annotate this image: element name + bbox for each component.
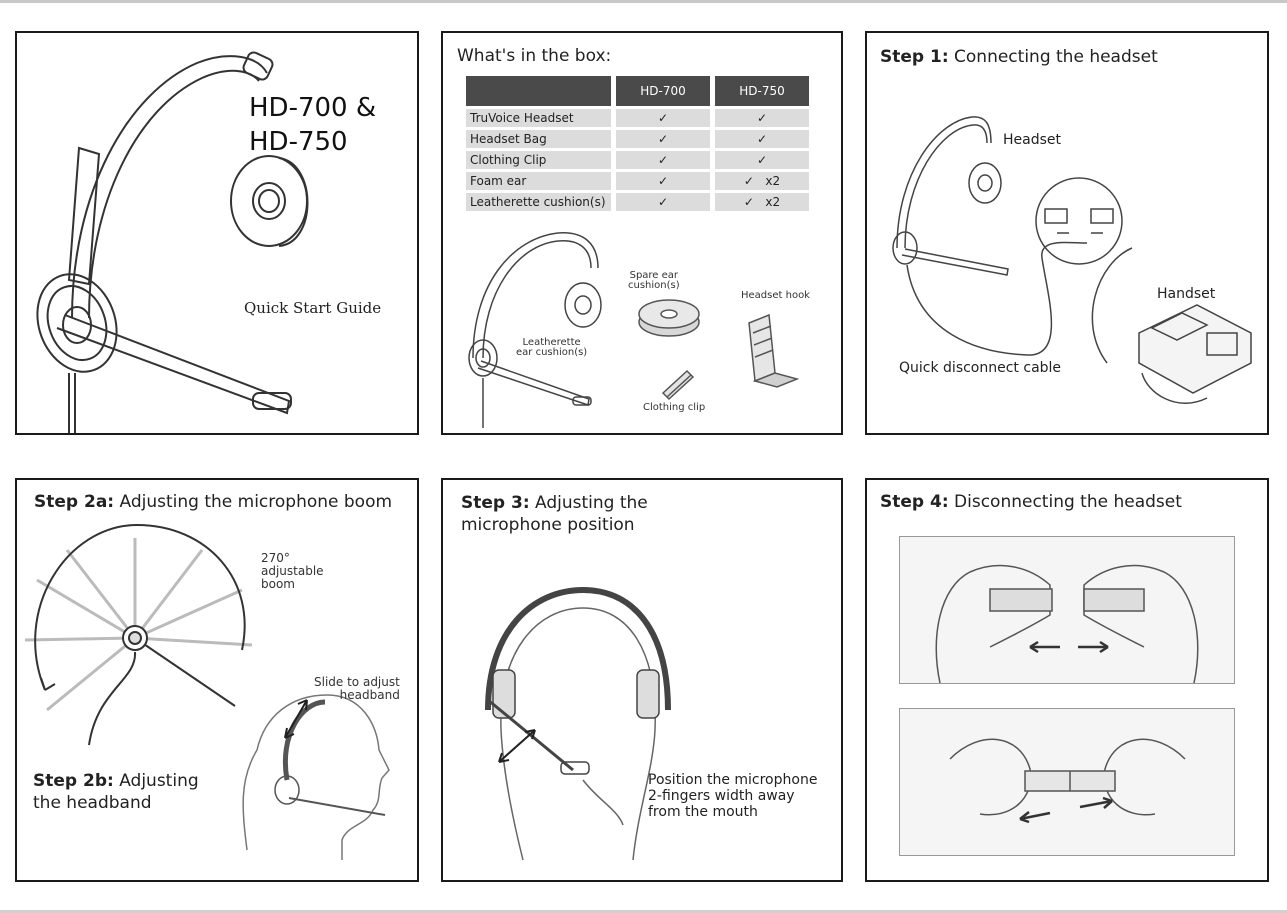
head-front-illustration	[485, 586, 671, 861]
table-row: Clothing Clip ✓ ✓	[466, 151, 809, 169]
table-header-item	[466, 76, 611, 106]
step1-text: Connecting the headset	[948, 47, 1158, 67]
quick-start-guide-label: Quick Start Guide	[244, 299, 382, 317]
model-title: HD-700 & HD-750	[249, 91, 376, 159]
table-row: Headset Bag ✓ ✓	[466, 130, 809, 148]
step2b-text-1: Adjusting	[113, 771, 199, 791]
connector-pulling-illustration	[949, 738, 1186, 824]
table-header-hd700: HD-700	[616, 76, 710, 106]
mic-position-note: Position the microphone 2-fingers width …	[648, 772, 818, 820]
cell-item: TruVoice Headset	[466, 109, 611, 127]
cell-hd750: ✓ x2	[715, 193, 809, 211]
cell-item: Clothing Clip	[466, 151, 611, 169]
step2b-title: Step 2b: Adjusting the headband	[33, 770, 199, 814]
cell-item: Foam ear	[466, 172, 611, 190]
step1-headset-illustration	[892, 116, 1088, 356]
head-profile-illustration	[242, 694, 390, 860]
table-row: TruVoice Headset ✓ ✓	[466, 109, 809, 127]
connector-zoom-icon	[1035, 177, 1123, 265]
leatherette-cushion-label: Leatherette ear cushion(s)	[516, 337, 588, 358]
table-row: Leatherette cushion(s) ✓ ✓ x2	[466, 193, 809, 211]
cell-hd700: ✓	[616, 172, 710, 190]
step3-panel: Step 3: Adjusting the microphone positio…	[441, 478, 843, 882]
step3-title: Step 3: Adjusting the microphone positio…	[461, 492, 648, 536]
cover-panel: HD-700 & HD-750 Quick Start Guide	[15, 31, 419, 435]
cell-hd750: ✓	[715, 130, 809, 148]
clothing-clip-label: Clothing clip	[643, 402, 706, 413]
cable-label: Quick disconnect cable	[899, 360, 1062, 376]
table-header-row: HD-700 HD-750	[466, 76, 809, 106]
step2a-title: Step 2a: Adjusting the microphone boom	[34, 492, 392, 512]
disconnect-photo-top	[899, 536, 1235, 684]
step4-title: Step 4: Disconnecting the headset	[880, 492, 1182, 512]
desk-phone-illustration	[1091, 247, 1252, 404]
step2a-text: Adjusting the microphone boom	[114, 492, 393, 512]
step2a-bold: Step 2a:	[34, 492, 115, 512]
step2b-bold: Step 2b:	[33, 771, 114, 791]
cell-hd700: ✓	[616, 193, 710, 211]
table-row: Foam ear ✓ ✓ x2	[466, 172, 809, 190]
table-header-hd750: HD-750	[715, 76, 809, 106]
cell-hd750: ✓	[715, 109, 809, 127]
step4-text: Disconnecting the headset	[948, 492, 1182, 512]
model-line-1: HD-700 &	[249, 93, 377, 123]
cell-item: Leatherette cushion(s)	[466, 193, 611, 211]
bottom-rule	[0, 910, 1287, 913]
hands-pulling-illustration	[935, 564, 1199, 684]
disconnect-photo-bottom	[899, 708, 1235, 856]
step1-panel: Step 1: Connecting the headset Headset	[865, 31, 1269, 435]
step3-bold: Step 3:	[461, 493, 530, 513]
handset-label: Handset	[1157, 286, 1216, 302]
top-rule	[0, 0, 1287, 3]
step3-text-2: microphone position	[461, 515, 635, 535]
contents-table: HD-700 HD-750 TruVoice Headset ✓ ✓ Heads…	[461, 73, 814, 214]
step2-panel: Step 2a: Adjusting the microphone boom 2…	[15, 478, 419, 882]
model-line-2: HD-750	[249, 127, 348, 157]
ear-cushion-illustration	[230, 155, 309, 247]
boom-rotation-diagram	[24, 523, 253, 746]
step3-text-1: Adjusting the	[529, 493, 648, 513]
spare-cushion-illustration	[638, 299, 700, 337]
small-headset-illustration	[468, 232, 602, 428]
step2b-text-2: the headband	[33, 793, 152, 813]
box-contents-panel: What's in the box: HD-700 HD-750 TruVoic…	[441, 31, 843, 435]
spare-cushion-label: Spare ear cushion(s)	[628, 270, 680, 291]
clothing-clip-illustration	[661, 369, 695, 401]
cell-hd750: ✓	[715, 151, 809, 169]
cell-hd750: ✓ x2	[715, 172, 809, 190]
boom-note: 270° adjustable boom	[261, 551, 324, 591]
headset-hook-label: Headset hook	[741, 290, 810, 301]
cell-item: Headset Bag	[466, 130, 611, 148]
box-title: What's in the box:	[457, 46, 612, 66]
headset-label: Headset	[1003, 132, 1062, 148]
headset-illustration	[36, 51, 292, 433]
step1-title: Step 1: Connecting the headset	[880, 47, 1158, 67]
step4-panel: Step 4: Disconnecting the headset	[865, 478, 1269, 882]
cell-hd700: ✓	[616, 151, 710, 169]
slide-note: Slide to adjust headband	[314, 675, 400, 702]
cell-hd700: ✓	[616, 109, 710, 127]
step1-bold: Step 1:	[880, 47, 949, 67]
cell-hd700: ✓	[616, 130, 710, 148]
step4-bold: Step 4:	[880, 492, 949, 512]
headset-hook-illustration	[748, 313, 800, 388]
